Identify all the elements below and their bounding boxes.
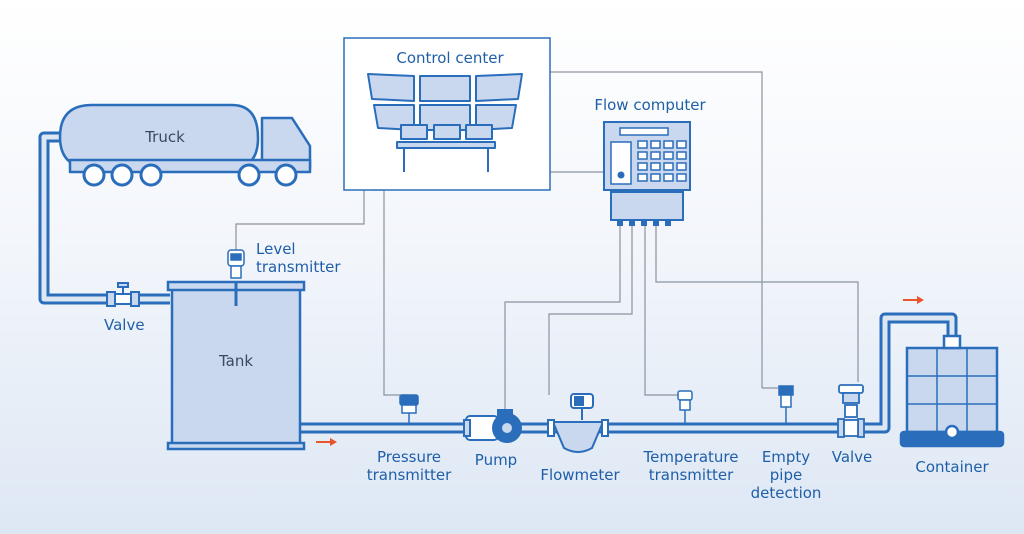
empty-pipe-label-line2: pipe: [769, 466, 803, 484]
pressure-transmitter-label-line2: transmitter: [366, 466, 452, 484]
level-transmitter-label-line2: transmitter: [256, 258, 341, 276]
flow-arrow-icon: [316, 296, 924, 446]
level-transmitter: [227, 249, 245, 306]
flow-computer-label: Flow computer: [594, 96, 706, 114]
tank-label: Tank: [218, 352, 254, 370]
control-center: [343, 37, 551, 191]
truck: [58, 103, 312, 187]
pressure-transmitter: [399, 394, 419, 424]
pump: [463, 409, 522, 443]
flowmeter-label: Flowmeter: [540, 466, 620, 484]
empty-pipe-label-line3: detection: [750, 484, 822, 502]
temperature-transmitter: [677, 390, 693, 423]
flowmeter: [547, 393, 609, 453]
right-valve-label: Valve: [831, 448, 873, 466]
pump-label: Pump: [474, 451, 518, 469]
flow-computer: [603, 121, 691, 226]
temperature-transmitter-label-line1: Temperature: [643, 448, 739, 466]
left-valve: [106, 282, 140, 307]
level-transmitter-label-line1: Level: [256, 240, 296, 258]
empty-pipe-label-line1: Empty: [761, 448, 811, 466]
temperature-transmitter-label-line2: transmitter: [648, 466, 734, 484]
control-center-label: Control center: [396, 49, 504, 67]
container-label: Container: [915, 458, 989, 476]
pressure-transmitter-label-line1: Pressure: [376, 448, 442, 466]
empty-pipe-detector: [778, 385, 794, 423]
truck-label: Truck: [145, 128, 185, 146]
container: [899, 334, 1005, 448]
right-valve: [837, 384, 865, 438]
left-valve-label: Valve: [104, 316, 145, 334]
